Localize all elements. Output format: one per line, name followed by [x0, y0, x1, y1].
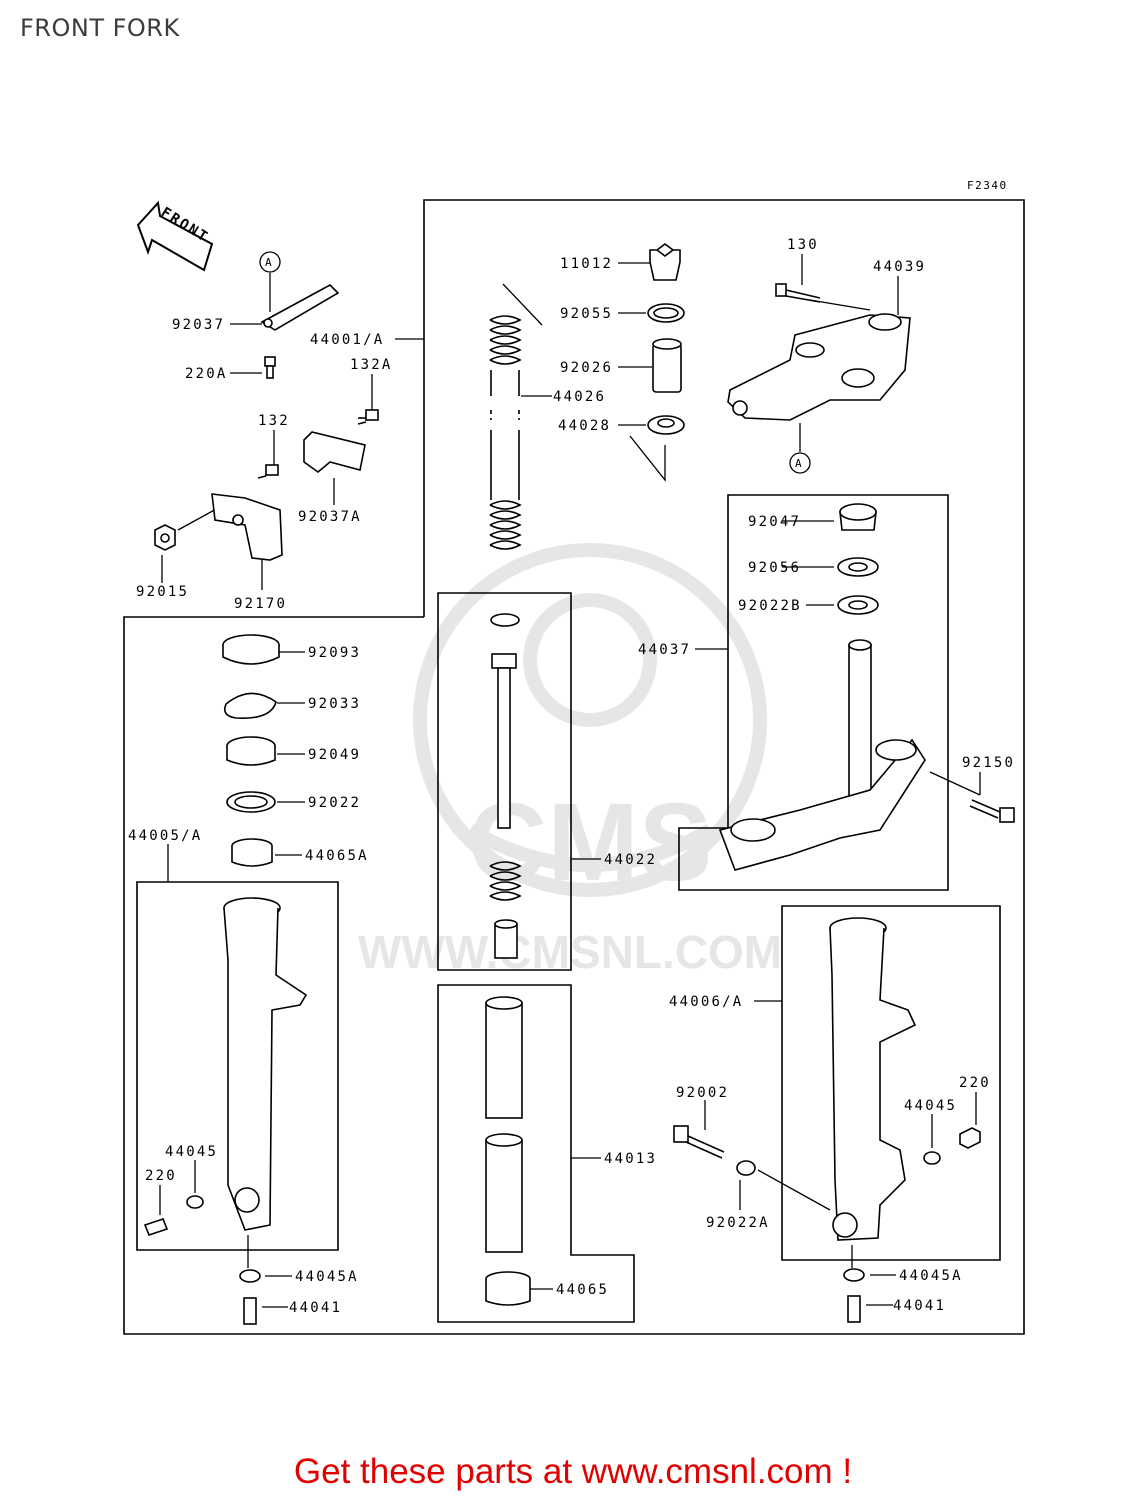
part-label-130: 130 [787, 237, 819, 253]
part-label-92150: 92150 [962, 755, 1015, 771]
part-label-132a: 132A [350, 357, 393, 373]
part-label-92022a: 92022A [706, 1215, 770, 1231]
part-label-92037a: 92037A [298, 509, 362, 525]
svg-text:A: A [795, 457, 803, 470]
part-label-92170: 92170 [234, 596, 287, 612]
part-label-44026: 44026 [553, 389, 606, 405]
part-label-44041-left: 44041 [289, 1300, 342, 1316]
part-illustrations [143, 243, 1015, 1325]
figure-code: F2340 [967, 179, 1008, 192]
ref-mark-a-bracket: A [789, 452, 811, 474]
part-label-92037: 92037 [172, 317, 225, 333]
part-labels: 11012 92055 92026 44028 44026 130 44039 … [128, 237, 1015, 1316]
part-label-44005a: 44005/A [128, 828, 202, 844]
part-label-92047: 92047 [748, 514, 801, 530]
part-label-92015: 92015 [136, 584, 189, 600]
part-label-220-left: 220 [145, 1168, 177, 1184]
part-label-44065a: 44065A [305, 848, 369, 864]
part-label-92033: 92033 [308, 696, 361, 712]
part-label-44028: 44028 [558, 418, 611, 434]
cmsnl-watermark: CMS WWW.CMSNL.COM [358, 543, 782, 978]
part-label-44065: 44065 [556, 1282, 609, 1298]
part-label-44001a: 44001/A [310, 332, 384, 348]
part-label-92022: 92022 [308, 795, 361, 811]
svg-text:A: A [265, 256, 273, 269]
part-label-44013: 44013 [604, 1151, 657, 1167]
part-label-44022: 44022 [604, 852, 657, 868]
ref-mark-a-top: A [259, 251, 281, 273]
part-label-92056: 92056 [748, 560, 801, 576]
part-label-44045-right: 44045 [904, 1098, 957, 1114]
part-label-44045a-left: 44045A [295, 1269, 359, 1285]
front-direction-arrow: FRONT [136, 200, 214, 272]
part-label-92049: 92049 [308, 747, 361, 763]
part-label-44041-right: 44041 [893, 1298, 946, 1314]
part-label-44045a-right: 44045A [899, 1268, 963, 1284]
part-label-44045-left: 44045 [165, 1144, 218, 1160]
part-label-92022b: 92022B [738, 598, 802, 614]
part-label-92093: 92093 [308, 645, 361, 661]
part-label-11012: 11012 [560, 256, 613, 272]
leader-lines [159, 254, 981, 1308]
part-label-132: 132 [258, 413, 290, 429]
part-label-44006a: 44006/A [669, 994, 743, 1010]
cta-link[interactable]: Get these parts at www.cmsnl.com ! [293, 1452, 853, 1491]
part-label-92002: 92002 [676, 1085, 729, 1101]
part-label-220a: 220A [185, 366, 228, 382]
part-label-92055: 92055 [560, 306, 613, 322]
part-label-44037: 44037 [638, 642, 691, 658]
part-label-92026: 92026 [560, 360, 613, 376]
page-title: FRONT FORK [20, 14, 180, 42]
part-label-44039: 44039 [873, 259, 926, 275]
part-label-220-right: 220 [959, 1075, 991, 1091]
